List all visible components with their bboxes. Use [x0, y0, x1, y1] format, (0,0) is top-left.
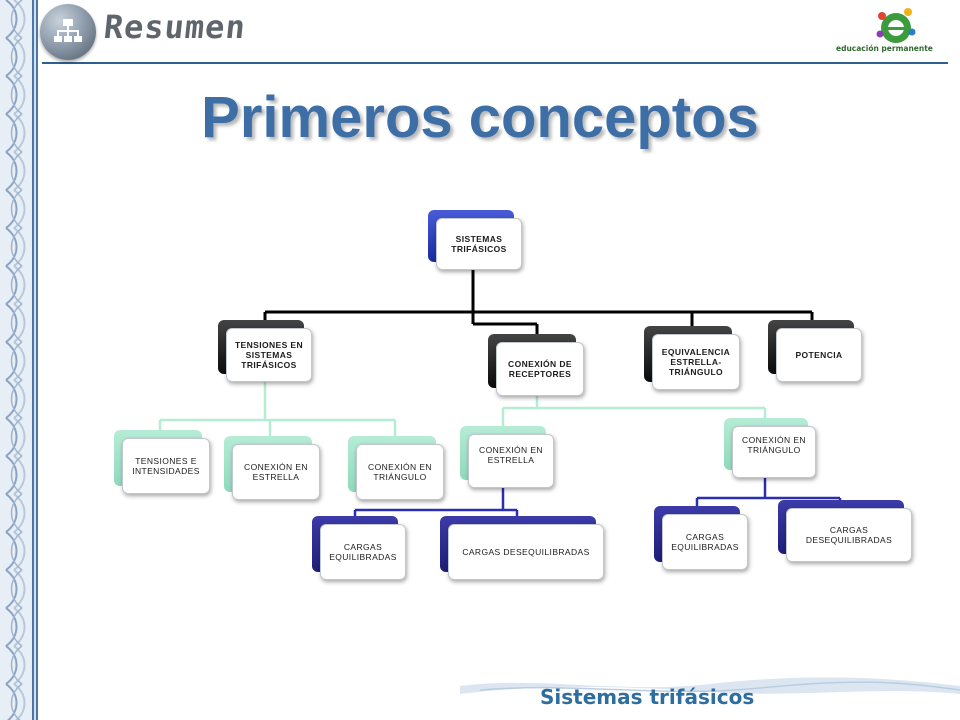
- node-potencia: POTENCIA: [768, 320, 862, 382]
- node-estrella-cargas-desequilibradas: CARGAS DESEQUILIBRADAS: [440, 516, 604, 580]
- node-tensiones-en-sistemas-trifasicos: TENSIONES EN SISTEMAS TRIFÁSICOS: [218, 320, 312, 382]
- node-label: CARGAS EQUILIBRADAS: [329, 541, 397, 562]
- slide-title: Primeros conceptos: [201, 85, 759, 150]
- left-decorative-border: [0, 0, 40, 720]
- node-label: CONEXIÓN EN ESTRELLA: [244, 461, 308, 482]
- node-receptores-conexion-en-estrella: CONEXIÓN EN ESTRELLA: [460, 426, 554, 488]
- node-label: CARGAS DESEQUILIBRADAS: [805, 524, 893, 545]
- node-label: CONEXIÓN EN TRIÁNGULO: [368, 461, 432, 482]
- node-triangulo-cargas-desequilibradas: CARGAS DESEQUILIBRADAS: [778, 500, 912, 562]
- node-equivalencia-estrella-triangulo: EQUIVALENCIA ESTRELLA-TRIÁNGULO: [644, 326, 740, 390]
- footer-title: Sistemas trifásicos: [540, 685, 755, 709]
- node-sistemas-trifasicos: SISTEMAS TRIFÁSICOS: [428, 210, 522, 270]
- node-label: EQUIVALENCIA ESTRELLA-TRIÁNGULO: [661, 346, 731, 378]
- node-conexion-de-receptores: CONEXIÓN DE RECEPTORES: [488, 334, 584, 396]
- header-divider: [42, 62, 948, 64]
- node-label: TENSIONES E INTENSIDADES: [132, 455, 200, 476]
- node-label: CONEXIÓN DE RECEPTORES: [508, 358, 572, 379]
- node-label: CONEXIÓN EN ESTRELLA: [479, 445, 543, 466]
- node-conexion-en-triangulo: CONEXIÓN EN TRIÁNGULO: [348, 436, 444, 500]
- node-label: CONEXIÓN EN TRIÁNGULO: [742, 435, 806, 456]
- node-label: CARGAS DESEQUILIBRADAS: [462, 546, 590, 557]
- educacion-permanente-logo: [876, 8, 916, 43]
- node-label: TENSIONES EN SISTEMAS TRIFÁSICOS: [234, 339, 304, 371]
- node-label: CARGAS EQUILIBRADAS: [671, 531, 739, 552]
- org-chart-icon: [40, 4, 96, 60]
- footer-wave-decoration: [460, 677, 960, 694]
- node-receptores-conexion-en-triangulo: CONEXIÓN EN TRIÁNGULO: [724, 418, 816, 478]
- node-estrella-cargas-equilibradas: CARGAS EQUILIBRADAS: [312, 516, 406, 580]
- node-triangulo-cargas-equilibradas: CARGAS EQUILIBRADAS: [654, 506, 748, 570]
- node-label: POTENCIA: [795, 349, 843, 360]
- brand-text: educación permanente: [836, 44, 933, 53]
- node-label: SISTEMAS TRIFÁSICOS: [451, 233, 507, 254]
- node-tensiones-e-intensidades: TENSIONES E INTENSIDADES: [114, 430, 210, 494]
- node-conexion-en-estrella: CONEXIÓN EN ESTRELLA: [224, 436, 320, 500]
